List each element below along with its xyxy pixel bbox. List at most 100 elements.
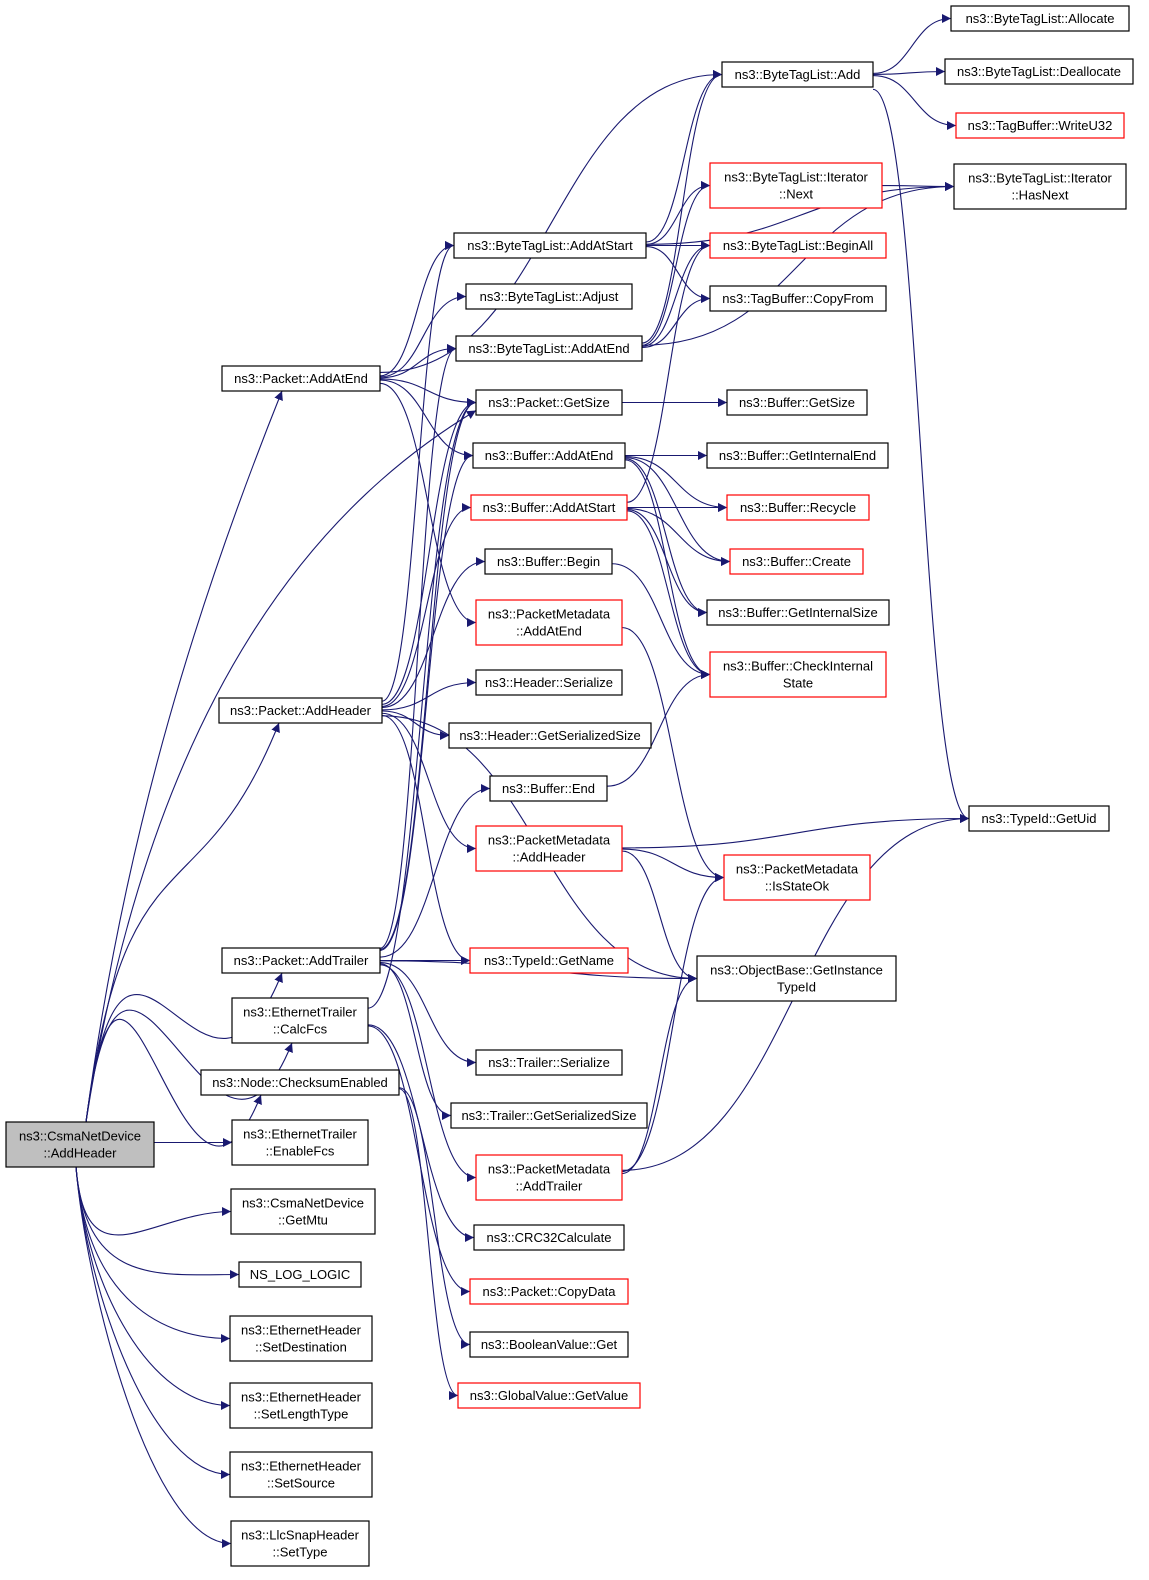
node-label: ns3::TypeId::GetUid bbox=[982, 811, 1097, 826]
node-label: ::SetType bbox=[273, 1545, 328, 1560]
node-trl-getsersize: ns3::Trailer::GetSerializedSize bbox=[450, 1102, 648, 1129]
node-buf-end: ns3::Buffer::End bbox=[489, 775, 608, 802]
node-label: ns3::ByteTagList::Allocate bbox=[966, 11, 1115, 26]
edge-pkt-addatend-to-btl-adjust bbox=[379, 292, 467, 378]
node-box bbox=[475, 669, 623, 696]
node-bool-get: ns3::BooleanValue::Get bbox=[469, 1331, 629, 1358]
edge-pm-addtrailer-to-ob-getinsttype bbox=[621, 974, 698, 1175]
node-box bbox=[230, 1520, 370, 1567]
edge-buf-addatend-to-buf-create bbox=[624, 457, 731, 566]
edge-root-to-ethh-setsrc bbox=[75, 1166, 231, 1479]
node-label: ns3::ObjectBase::GetInstance bbox=[710, 963, 883, 978]
node-label: ns3::EthernetTrailer bbox=[243, 1005, 357, 1020]
node-label: ns3::ByteTagList::Iterator bbox=[968, 171, 1112, 186]
node-box bbox=[953, 163, 1127, 210]
node-box bbox=[469, 1278, 629, 1305]
node-label: ns3::ByteTagList::AddAtEnd bbox=[468, 341, 629, 356]
node-box bbox=[230, 1188, 376, 1235]
node-box bbox=[231, 997, 369, 1044]
node-btl-allocate: ns3::ByteTagList::Allocate bbox=[950, 5, 1130, 32]
node-box bbox=[709, 285, 887, 312]
edge-pkt-addtrailer-to-buf-end bbox=[379, 784, 491, 958]
node-label: ns3::Packet::AddTrailer bbox=[234, 953, 369, 968]
node-label: NS_LOG_LOGIC bbox=[250, 1267, 350, 1282]
edge-root-to-llc-settype bbox=[75, 1166, 232, 1548]
node-tb-writeu32: ns3::TagBuffer::WriteU32 bbox=[955, 112, 1125, 139]
node-label: ns3::PacketMetadata bbox=[736, 862, 859, 877]
node-box bbox=[465, 283, 633, 310]
node-box bbox=[726, 389, 868, 416]
node-box bbox=[709, 162, 883, 209]
node-box bbox=[484, 548, 613, 575]
edge-pkt-addheader-to-hdr-serialize bbox=[381, 678, 477, 711]
node-label: ns3::Trailer::Serialize bbox=[488, 1055, 610, 1070]
node-box bbox=[469, 1331, 629, 1358]
node-box bbox=[950, 5, 1130, 32]
node-buf-getintend: ns3::Buffer::GetInternalEnd bbox=[706, 442, 889, 469]
edge-buf-addatend-to-buf-checkint bbox=[624, 459, 711, 679]
node-label: ns3::Packet::AddHeader bbox=[230, 703, 372, 718]
node-box bbox=[229, 1451, 373, 1498]
node-buf-create: ns3::Buffer::Create bbox=[729, 548, 864, 575]
node-csma-getmtu: ns3::CsmaNetDevice::GetMtu bbox=[230, 1188, 376, 1235]
node-box bbox=[706, 599, 890, 626]
node-label: ns3::EthernetHeader bbox=[241, 1390, 362, 1405]
edge-btl-addatstart-to-tb-copyfrom bbox=[645, 246, 711, 303]
edge-btl-addatstart-to-btl-iter-next bbox=[645, 181, 711, 245]
edge-btl-addatend-to-btl-iter-hasnext bbox=[641, 182, 955, 346]
edge-eth-calcfcs-to-pkt-copydata bbox=[367, 1025, 471, 1296]
edge-btl-add-to-tb-writeu32 bbox=[872, 74, 957, 130]
node-label: ns3::Buffer::AddAtStart bbox=[483, 500, 616, 515]
node-pkt-getsize: ns3::Packet::GetSize bbox=[475, 389, 623, 416]
edge-node-checksum-to-gv-getvalue bbox=[398, 1088, 459, 1400]
node-label: ns3::Packet::AddAtEnd bbox=[234, 371, 368, 386]
node-ns-log-logic: NS_LOG_LOGIC bbox=[238, 1261, 362, 1288]
node-label: ns3::Buffer::Recycle bbox=[740, 500, 856, 515]
edge-root-to-pkt-addatend bbox=[85, 390, 283, 1123]
node-node-checksum: ns3::Node::ChecksumEnabled bbox=[200, 1069, 400, 1096]
edge-btl-addatend-to-btl-iter-next bbox=[641, 181, 711, 346]
node-label: ::AddHeader bbox=[44, 1146, 118, 1161]
edge-pkt-addtrailer-to-btl-addatend bbox=[379, 344, 457, 949]
node-box bbox=[229, 1382, 373, 1429]
node-ethh-setlen: ns3::EthernetHeader::SetLengthType bbox=[229, 1382, 373, 1429]
edge-pkt-addheader-to-pm-addheader bbox=[381, 712, 477, 853]
node-ethh-setdest: ns3::EthernetHeader::SetDestination bbox=[229, 1315, 373, 1362]
node-label: ns3::Buffer::Create bbox=[742, 554, 851, 569]
edge-btl-iter-next-to-btl-iter-hasnext bbox=[881, 181, 955, 191]
node-label: ::Next bbox=[779, 187, 813, 202]
node-label: ::IsStateOk bbox=[765, 879, 830, 894]
node-eth-calcfcs: ns3::EthernetTrailer::CalcFcs bbox=[231, 997, 369, 1044]
node-label: ns3::PacketMetadata bbox=[488, 833, 611, 848]
node-label: ns3::ByteTagList::BeginAll bbox=[723, 238, 873, 253]
node-label: ::AddTrailer bbox=[516, 1179, 583, 1194]
node-ethh-setsrc: ns3::EthernetHeader::SetSource bbox=[229, 1451, 373, 1498]
edge-pm-addheader-to-typeid-getuid bbox=[621, 814, 970, 849]
node-box bbox=[475, 1049, 623, 1076]
node-buf-begin: ns3::Buffer::Begin bbox=[484, 548, 613, 575]
node-label: ns3::Node::ChecksumEnabled bbox=[212, 1075, 388, 1090]
edge-pkt-addatend-to-buf-addatend bbox=[379, 379, 474, 460]
node-box bbox=[472, 442, 626, 469]
edge-btl-addatend-to-tb-copyfrom bbox=[641, 294, 711, 349]
node-pkt-addheader: ns3::Packet::AddHeader bbox=[218, 697, 383, 724]
node-label: ns3::EthernetHeader bbox=[241, 1323, 362, 1338]
node-label: ::AddAtEnd bbox=[516, 624, 582, 639]
edge-btl-addatend-to-btl-add bbox=[641, 70, 723, 344]
node-box bbox=[229, 1315, 373, 1362]
edge-btl-add-to-btl-allocate bbox=[872, 14, 952, 74]
node-pkt-copydata: ns3::Packet::CopyData bbox=[469, 1278, 629, 1305]
edge-pkt-addatend-to-pkt-getsize bbox=[379, 378, 477, 407]
node-btl-add: ns3::ByteTagList::Add bbox=[721, 61, 874, 88]
node-buf-addatstart: ns3::Buffer::AddAtStart bbox=[470, 494, 628, 521]
node-box bbox=[218, 697, 383, 724]
node-label: ns3::Buffer::GetInternalEnd bbox=[719, 448, 876, 463]
node-buf-getsize: ns3::Buffer::GetSize bbox=[726, 389, 868, 416]
edge-root-to-pkt-addtrailer bbox=[85, 972, 283, 1123]
edge-pkt-addtrailer-to-buf-addatend bbox=[379, 451, 474, 951]
edge-buf-addatend-to-buf-recycle bbox=[624, 455, 728, 512]
call-nodes: ns3::CsmaNetDevice::AddHeaderns3::Packet… bbox=[5, 5, 1134, 1567]
node-label: ::CalcFcs bbox=[273, 1022, 328, 1037]
